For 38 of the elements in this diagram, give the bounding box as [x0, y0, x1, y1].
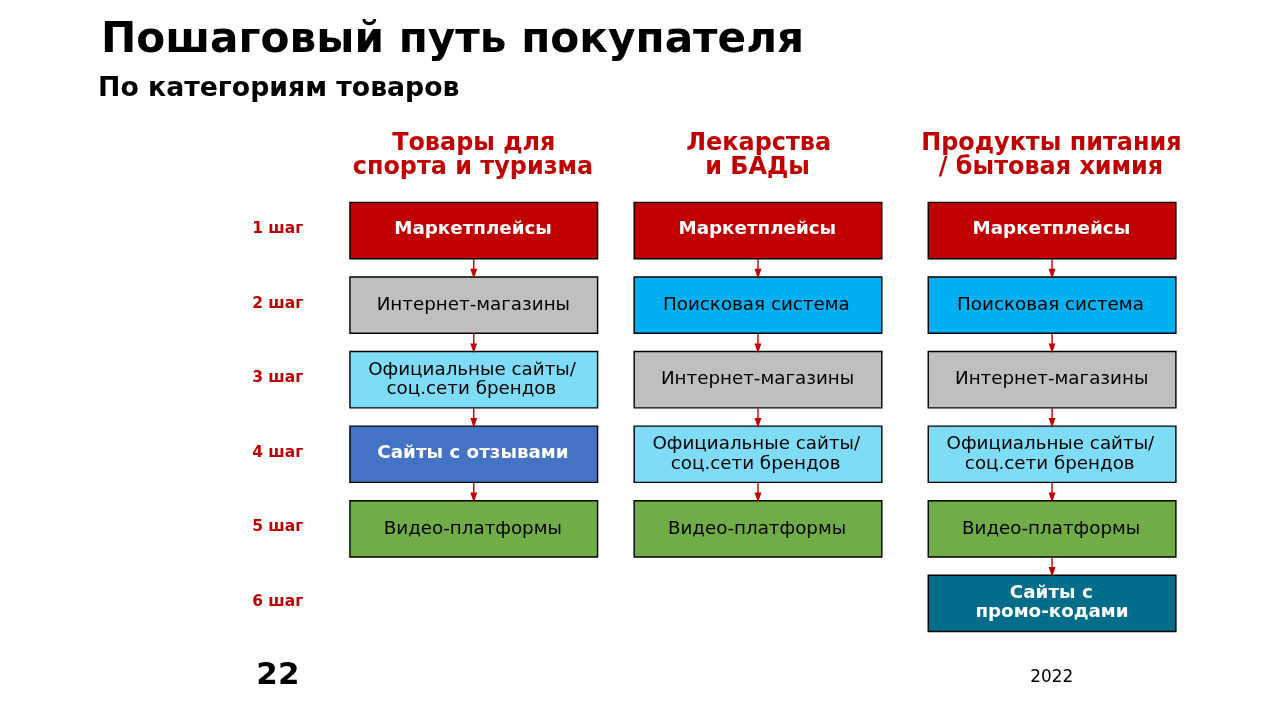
node-box: Маркетплейсы: [632, 201, 882, 260]
label: 2022: [1029, 666, 1073, 687]
label: 3 шаг: [251, 368, 303, 387]
arrow: [754, 258, 761, 279]
node-box: Интернет-магазины: [348, 276, 598, 334]
node-box: Официальные сайты/ соц.сети брендов: [348, 350, 598, 409]
node-box: Сайты с промо-кодами: [927, 574, 1177, 633]
arrow: [754, 407, 761, 428]
label: 22: [255, 655, 299, 692]
diagram-title: Пошаговый путь покупателя: [100, 12, 804, 62]
node-box: Маркетплейсы: [927, 201, 1177, 260]
arrow: [1048, 556, 1056, 577]
node-box: Видео-платформы: [348, 500, 598, 558]
arrow: [1048, 332, 1056, 354]
arrow: [1048, 258, 1056, 279]
node-box: Поисковая система: [632, 276, 882, 334]
arrow: [1048, 407, 1056, 428]
label: Лекарства и БАДы: [685, 127, 831, 180]
node-box: Официальные сайты/ соц.сети брендов: [927, 425, 1177, 484]
label: Товары для спорта и туризма: [352, 127, 593, 180]
label: 4 шаг: [251, 442, 303, 461]
node-box: Интернет-магазины: [927, 350, 1177, 409]
arrow: [754, 482, 761, 503]
arrow: [754, 332, 761, 354]
label: По категориям товаров: [97, 70, 459, 102]
node-box: Поисковая система: [927, 276, 1177, 334]
node-box: Маркетплейсы: [348, 201, 598, 260]
node-box: Официальные сайты/ соц.сети брендов: [632, 425, 882, 484]
label: Продукты питания / бытовая химия: [920, 127, 1182, 180]
node-box: Видео-платформы: [632, 500, 882, 558]
label: 1 шаг: [251, 219, 303, 238]
node-box: Сайты с отзывами: [348, 425, 598, 484]
label: 6 шаг: [251, 591, 303, 610]
arrow: [1048, 482, 1056, 503]
node-box: Интернет-магазины: [632, 350, 882, 409]
label: 2 шаг: [251, 293, 303, 312]
label: 5 шаг: [251, 517, 303, 536]
node-box: Видео-платформы: [927, 500, 1177, 558]
